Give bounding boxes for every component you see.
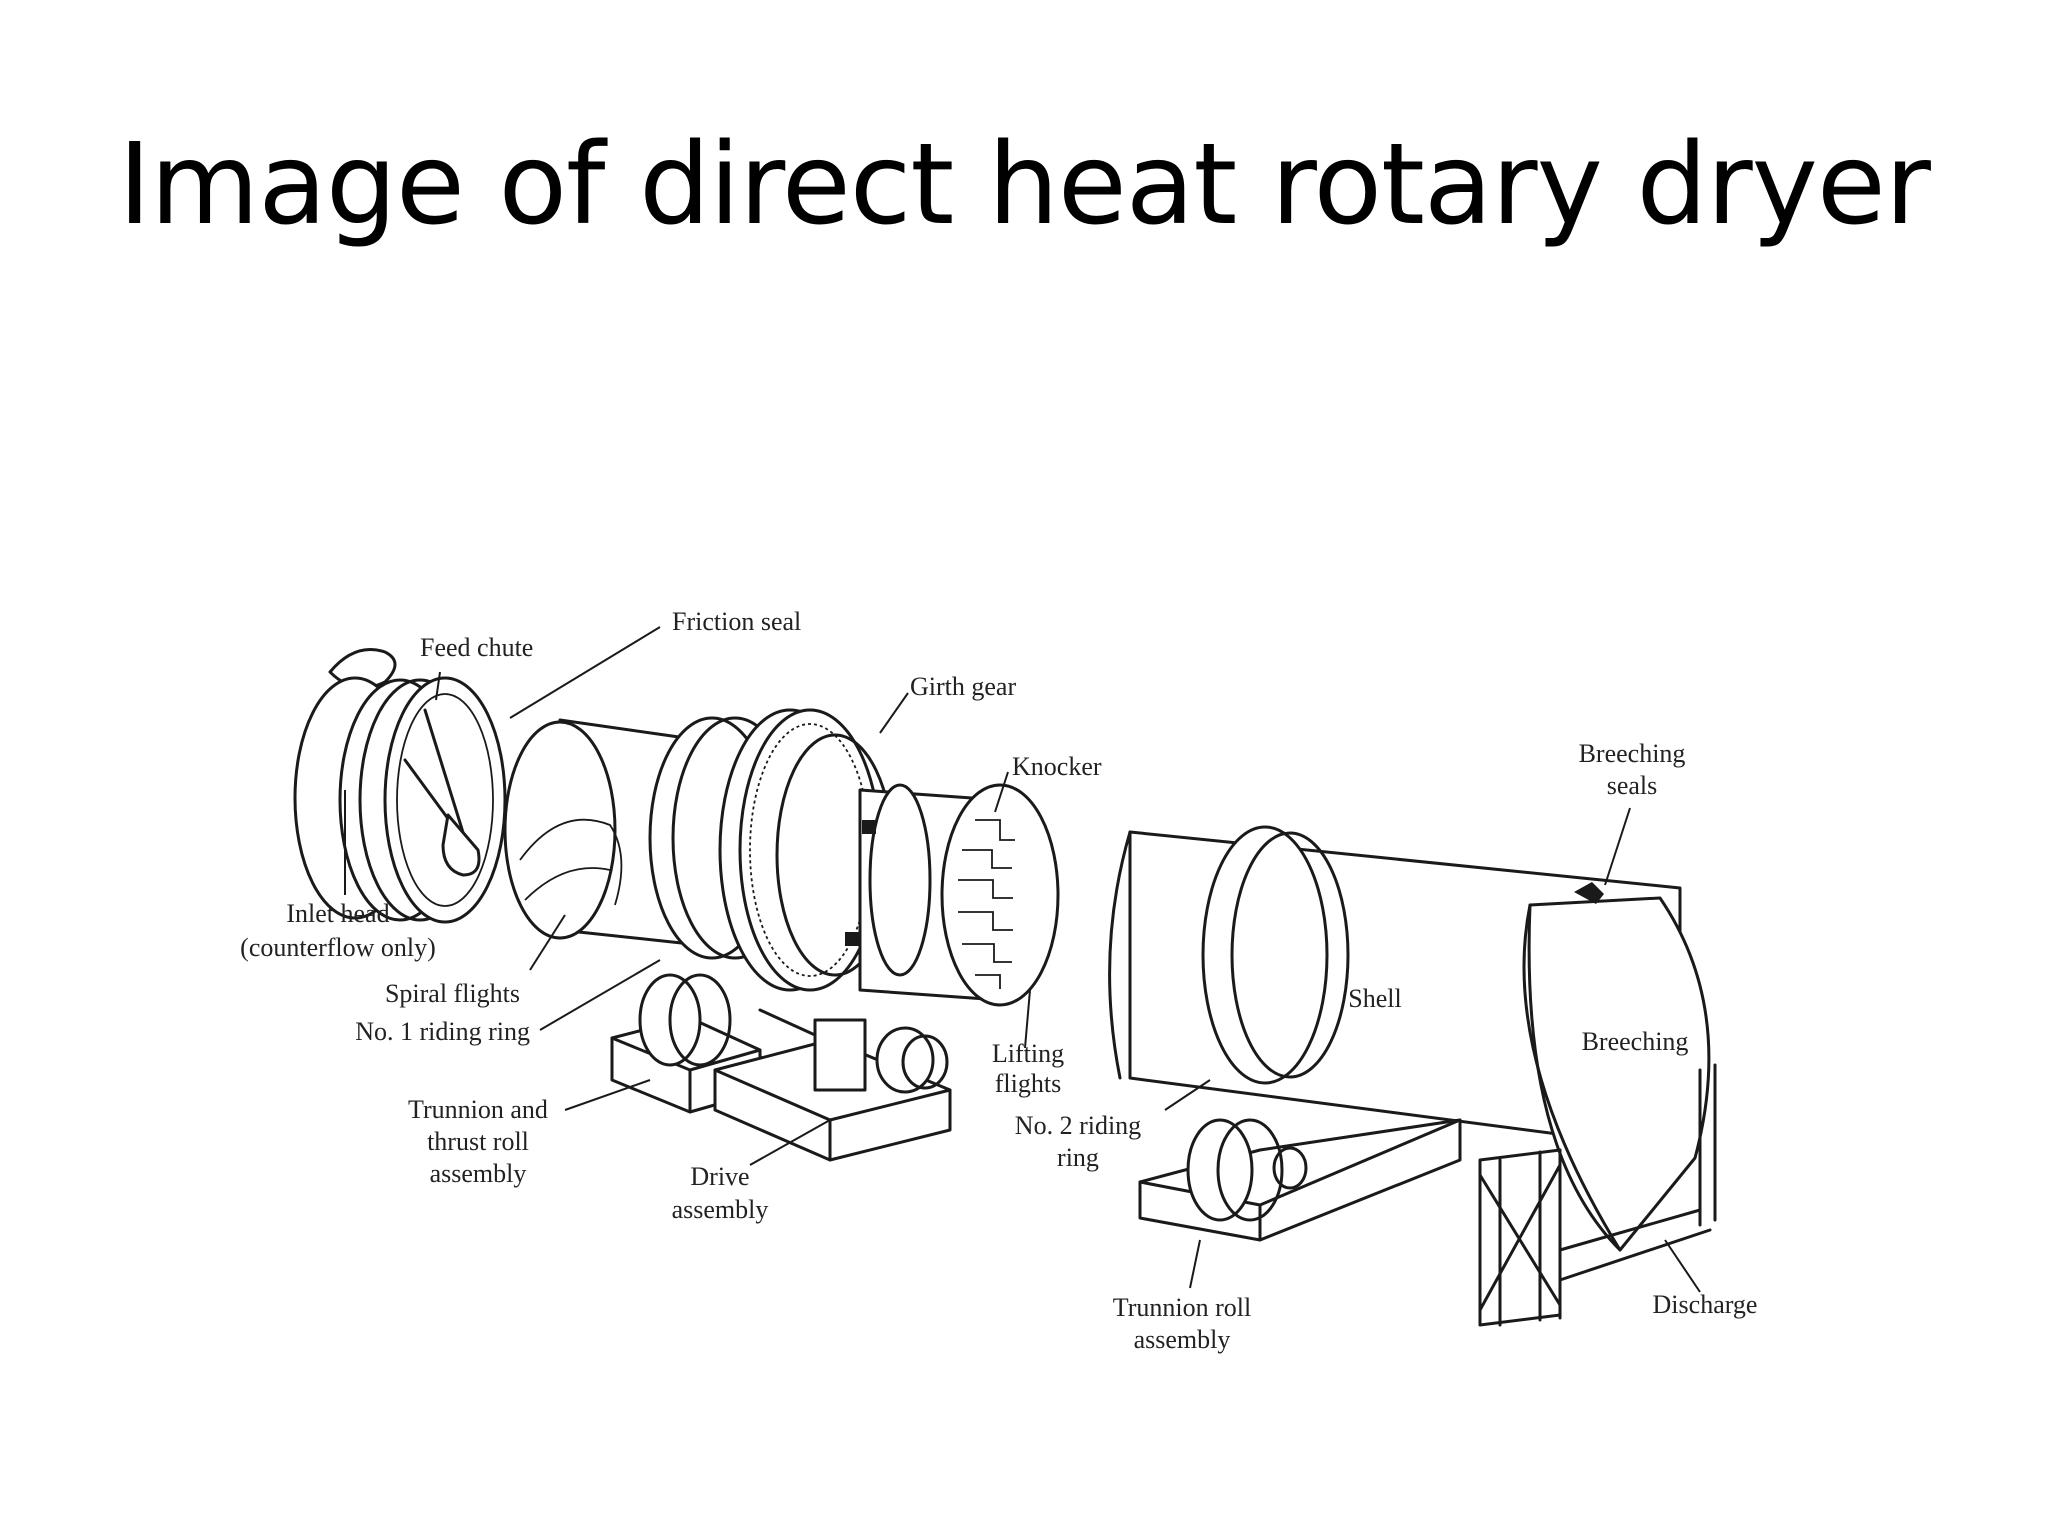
label-riding-ring-1: No. 1 riding ring <box>355 1017 530 1046</box>
inlet-head-face <box>383 676 507 924</box>
breeching-edge <box>1522 903 1622 1252</box>
label-trunnion-roll-line1: Trunnion roll <box>1113 1293 1251 1322</box>
label-trunnion-thrust-line3: assembly <box>430 1159 527 1188</box>
label-girth-gear: Girth gear <box>910 672 1016 701</box>
label-trunnion-thrust-line2: thrust roll <box>427 1127 529 1156</box>
drive-shaft <box>758 1008 817 1037</box>
label-drive-line2: assembly <box>672 1195 769 1224</box>
knocker-bolt-2 <box>845 932 859 946</box>
label-shell: Shell <box>1348 984 1401 1013</box>
inlet-pipe <box>441 813 481 877</box>
lifting-flights-group <box>958 819 1015 989</box>
inlet-head-inner <box>396 693 494 907</box>
leader-feed-chute <box>435 671 441 701</box>
label-feed-chute: Feed chute <box>420 633 533 662</box>
shell-broken-end <box>1108 830 1132 1080</box>
lifting-flight-5 <box>962 943 1012 963</box>
label-knocker: Knocker <box>1012 752 1102 781</box>
label-inlet-head-line1: Inlet head <box>286 899 389 928</box>
leader-girth-gear <box>879 692 909 734</box>
label-discharge: Discharge <box>1653 1290 1758 1319</box>
cutaway-end <box>940 783 1060 1007</box>
lifting-flight-1 <box>975 819 1015 841</box>
lifting-flight-2 <box>962 849 1012 869</box>
spiral-flight-line <box>524 867 611 901</box>
slide-title: Image of direct heat rotary dryer <box>118 120 1931 250</box>
trunnion-roll-wheel-2 <box>1216 1118 1284 1222</box>
stand-left-leg <box>1478 1148 1562 1327</box>
drive-gearbox <box>813 1018 867 1092</box>
leader-breeching-seals <box>1604 807 1631 886</box>
riding-ring-2-outer <box>1201 825 1329 1085</box>
leader-lifting-flights <box>1024 989 1031 1049</box>
trunnion-roll-hub <box>1272 1146 1308 1190</box>
label-inlet-head-line2: (counterflow only) <box>240 933 436 962</box>
knocker-bolt-1 <box>862 820 876 834</box>
stand-mid-leg <box>1538 1148 1562 1322</box>
drive-assembly <box>713 1008 952 1162</box>
leader-spiral-flights <box>529 914 566 971</box>
trunnion-roll-assembly <box>1138 1118 1462 1242</box>
leader-trunnion-roll <box>1189 1239 1201 1289</box>
discharge-stand <box>1478 1063 1717 1327</box>
breeching-body <box>1527 896 1711 1252</box>
label-drive-line1: Drive <box>690 1162 749 1191</box>
leader-riding-ring-2 <box>1164 1079 1211 1111</box>
trunnion-roll-wheel <box>1186 1118 1254 1222</box>
thrust-roll-wheel-2 <box>668 973 732 1067</box>
leader-knocker <box>994 771 1009 813</box>
lifting-flight-6 <box>975 974 1001 989</box>
stand-rear-leg <box>1698 1063 1717 1227</box>
labels: Feed chute Friction seal Girth gear Knoc… <box>240 607 1757 1354</box>
knocker-band <box>868 783 932 977</box>
leader-trunnion-thrust <box>564 1079 651 1111</box>
leader-drive <box>749 1119 831 1166</box>
spiral-flight-cutaway <box>519 818 623 906</box>
label-breeching-seals-line2: seals <box>1607 771 1658 800</box>
stand-side-rails <box>1558 1208 1712 1282</box>
drive-motor <box>875 1026 935 1094</box>
label-breeching: Breeching <box>1582 1027 1689 1056</box>
label-friction-seal: Friction seal <box>672 607 801 636</box>
lifting-flight-4 <box>958 911 1013 931</box>
leader-discharge <box>1664 1239 1701 1293</box>
label-breeching-seals-line1: Breeching <box>1579 739 1686 768</box>
label-trunnion-thrust-line1: Trunnion and <box>408 1095 548 1124</box>
label-lifting-flights-line1: Lifting <box>992 1039 1064 1068</box>
label-riding-ring-2-line2: ring <box>1057 1143 1099 1172</box>
thrust-roll-base-edges <box>610 1036 762 1114</box>
label-spiral-flights: Spiral flights <box>385 979 520 1008</box>
trunnion-roll-base-edges <box>1138 1118 1462 1242</box>
label-trunnion-roll-line2: assembly <box>1134 1325 1231 1354</box>
leader-riding-ring-1 <box>539 959 661 1031</box>
label-riding-ring-2-line1: No. 2 riding <box>1015 1111 1141 1140</box>
stand-cross-brace <box>1478 1163 1562 1312</box>
rear-shell <box>1108 825 1711 1252</box>
label-lifting-flights-line2: flights <box>995 1069 1061 1098</box>
inlet-head <box>293 648 507 924</box>
drive-motor-end <box>901 1034 949 1090</box>
lifting-flight-3 <box>958 879 1013 899</box>
riding-ring-2-inner <box>1230 831 1350 1079</box>
breeching-seal-mark <box>1574 882 1604 904</box>
front-shell-opening <box>503 720 617 940</box>
leader-lines <box>344 626 1701 1293</box>
front-shell <box>503 708 1060 1007</box>
leader-friction-seal <box>509 626 661 719</box>
